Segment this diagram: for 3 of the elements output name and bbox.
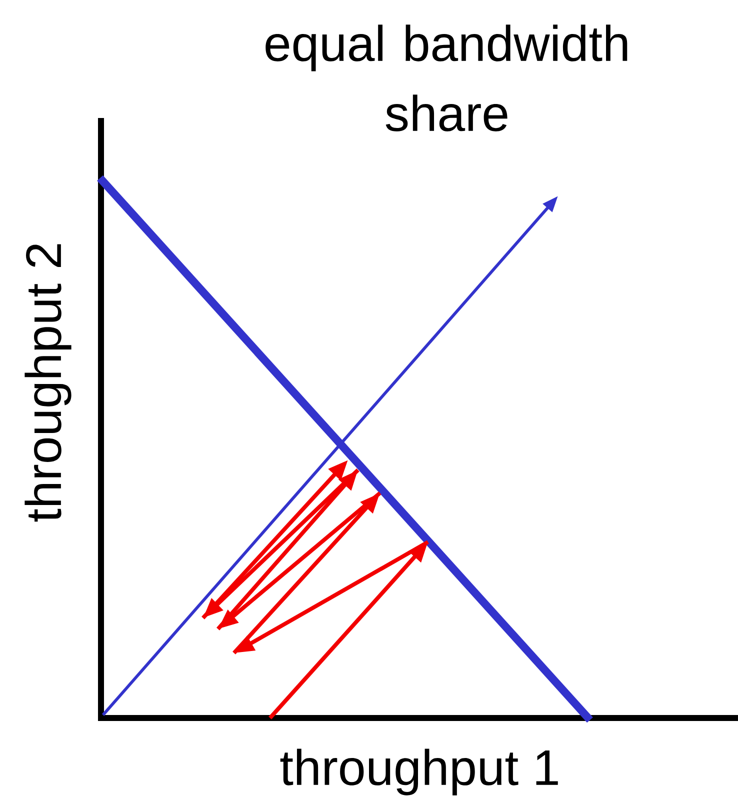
axis-label: throughput 2	[24, 244, 72, 522]
axis-label: equal bandwidth share	[266, 24, 628, 132]
axis-label: throughput 1	[280, 748, 558, 796]
